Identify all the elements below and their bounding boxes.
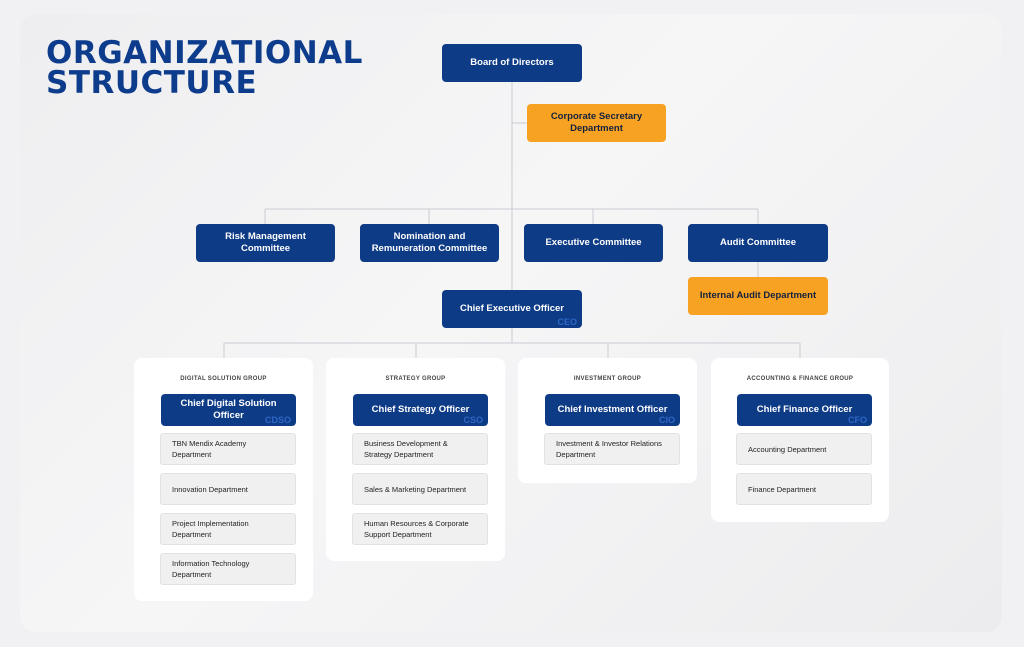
nomination-remuneration-committee-label: Nomination and Remuneration Committee — [371, 231, 488, 254]
cdso-label: Chief Digital Solution Officer — [180, 398, 277, 421]
dept-tbn-mendix-academy: TBN Mendix Academy Department — [160, 433, 296, 465]
dept-label: Business Development & Strategy Departme… — [364, 439, 448, 459]
group-label: DIGITAL SOLUTION GROUP — [180, 376, 267, 382]
dept-label: Sales & Marketing Department — [364, 484, 467, 494]
cfo-code: CFO — [848, 415, 867, 425]
dept-sales-marketing: Sales & Marketing Department — [352, 473, 488, 505]
dept-project-implementation: Project Implementation Department — [160, 513, 296, 545]
cso-box: Chief Strategy Officer CSO — [353, 394, 488, 426]
dept-business-development: Business Development & Strategy Departme… — [352, 433, 488, 465]
corporate-secretary-box: Corporate Secretary Department — [527, 104, 666, 142]
cio-label: Chief Investment Officer — [557, 404, 668, 415]
dept-label: Project Implementation Department — [172, 519, 249, 539]
risk-management-committee-label: Risk Management Committee — [225, 231, 306, 254]
cio-code: CIO — [658, 415, 675, 425]
audit-committee-label: Audit Committee — [720, 237, 796, 248]
board-of-directors-box: Board of Directors — [442, 44, 582, 82]
cso-label: Chief Strategy Officer — [371, 404, 470, 415]
dept-label: Investment & Investor Relations Departme… — [556, 439, 662, 459]
dept-information-technology: Information Technology Department — [160, 553, 296, 585]
title-line-2: STRUCTURE — [46, 65, 258, 101]
dept-accounting: Accounting Department — [736, 433, 872, 465]
dept-label: Innovation Department — [172, 484, 248, 494]
cfo-box: Chief Finance Officer CFO — [737, 394, 872, 426]
corporate-secretary-label: Corporate Secretary Department — [550, 111, 643, 134]
cio-box: Chief Investment Officer CIO — [545, 394, 680, 426]
dept-human-resources: Human Resources & Corporate Support Depa… — [352, 513, 488, 545]
ceo-label: Chief Executive Officer — [459, 303, 564, 314]
cfo-label: Chief Finance Officer — [756, 404, 853, 415]
ceo-code: CEO — [557, 317, 577, 327]
group-label: ACCOUNTING & FINANCE GROUP — [746, 376, 854, 382]
cso-code: CSO — [463, 415, 483, 425]
dept-label: Human Resources & Corporate Support Depa… — [364, 519, 469, 539]
cdso-box: Chief Digital Solution Officer CDSO — [161, 394, 296, 426]
dept-investment-investor-relations: Investment & Investor Relations Departme… — [544, 433, 680, 465]
internal-audit-box: Internal Audit Department — [688, 277, 828, 315]
executive-committee-box: Executive Committee — [524, 224, 663, 262]
dept-label: Accounting Department — [748, 444, 827, 454]
title-line-1: ORGANIZATIONAL — [46, 35, 363, 71]
dept-label: Finance Department — [748, 484, 816, 494]
audit-committee-box: Audit Committee — [688, 224, 828, 262]
board-of-directors-label: Board of Directors — [470, 57, 554, 68]
dept-innovation: Innovation Department — [160, 473, 296, 505]
group-label: INVESTMENT GROUP — [573, 376, 642, 382]
internal-audit-label: Internal Audit Department — [699, 290, 817, 301]
nomination-remuneration-committee-box: Nomination and Remuneration Committee — [360, 224, 499, 262]
page-title: ORGANIZATIONAL STRUCTURE — [46, 35, 363, 101]
risk-management-committee-box: Risk Management Committee — [196, 224, 335, 262]
ceo-box: Chief Executive Officer CEO — [442, 290, 582, 328]
dept-label: TBN Mendix Academy Department — [172, 439, 247, 459]
group-label: STRATEGY GROUP — [385, 376, 446, 382]
executive-committee-label: Executive Committee — [545, 237, 642, 248]
dept-label: Information Technology Department — [172, 559, 250, 579]
dept-finance: Finance Department — [736, 473, 872, 505]
cdso-code: CDSO — [264, 415, 291, 425]
